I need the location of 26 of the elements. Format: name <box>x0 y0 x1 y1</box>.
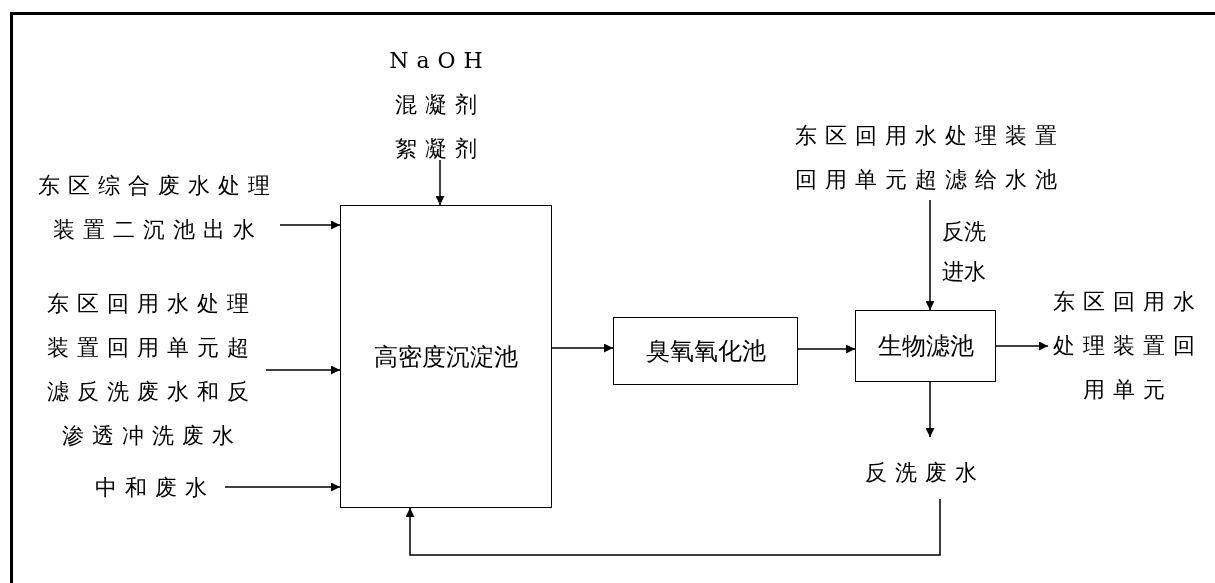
flow-label: 反洗废水 <box>865 459 985 487</box>
flow-arrow <box>551 343 614 353</box>
flow-arrow <box>224 482 341 492</box>
flow-label: 中和废水 <box>95 474 215 502</box>
box-label: 高密度沉淀池 <box>374 341 518 372</box>
box-label: 臭氧氧化池 <box>645 336 766 366</box>
process-box <box>855 310 996 382</box>
flow-label: 东区回用水处理装置回用单元超滤反洗废水和反渗透冲洗废水 <box>46 290 258 450</box>
flow-arrow <box>995 341 1049 351</box>
flow-arrow <box>925 381 935 438</box>
flow-label: 东区回用水处理装置回用单元 <box>1052 287 1204 404</box>
flow-label: NaOH <box>389 47 491 75</box>
flow-arrow <box>435 159 445 206</box>
flow-label: 东区综合废水处理装置二沉池出水 <box>36 171 279 244</box>
flow-label: 混凝剂 <box>395 91 485 119</box>
flow-arrow <box>279 220 341 230</box>
flow-arrow <box>925 199 935 311</box>
box-label: 生物滤池 <box>877 331 974 361</box>
process-box <box>613 317 798 385</box>
flow-label: 絮凝剂 <box>395 135 485 163</box>
flow-arrow <box>405 498 941 556</box>
flow-label: 东区回用水处理装置回用单元超滤给水池 <box>794 121 1066 194</box>
edge-label: 反洗进水 <box>942 218 987 286</box>
flow-arrow <box>265 365 341 375</box>
flow-arrow <box>797 344 856 354</box>
process-box <box>340 205 552 508</box>
